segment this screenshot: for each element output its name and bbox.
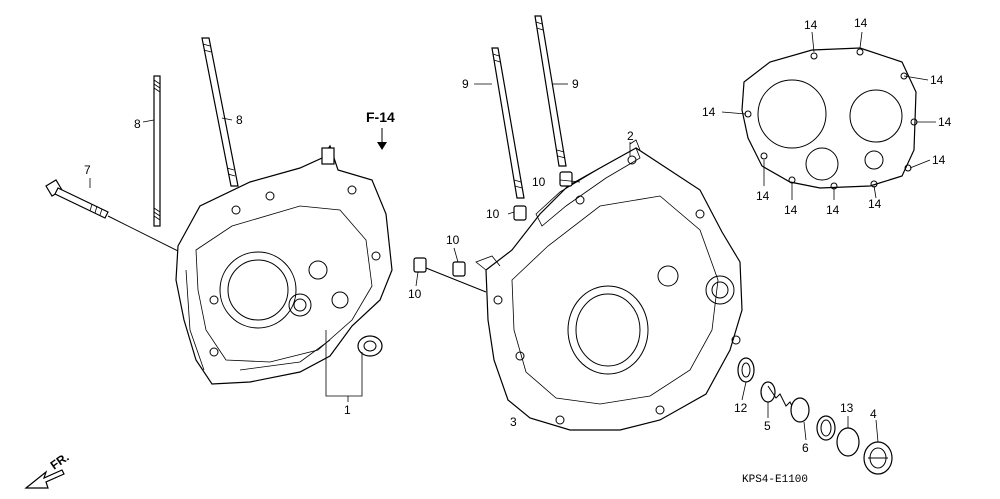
label-10-b: 10 <box>486 207 500 221</box>
right-crankcase <box>475 139 743 431</box>
label-14-h: 14 <box>784 203 798 217</box>
label-14-g: 14 <box>756 189 770 203</box>
drain-plug-4 <box>863 441 893 475</box>
label-6: 6 <box>802 441 809 455</box>
dowel-pin-10-a <box>559 171 573 187</box>
dowel-pin-10-b <box>513 205 527 221</box>
label-14-b: 14 <box>854 16 868 30</box>
label-9-right: 9 <box>572 77 579 91</box>
o-ring-13 <box>836 427 860 457</box>
label-14-i: 14 <box>826 203 840 217</box>
label-14-f: 14 <box>932 153 946 167</box>
label-10-c: 10 <box>446 233 460 247</box>
label-12: 12 <box>734 401 748 415</box>
label-8-left: 8 <box>134 117 141 131</box>
catalog-code: KPS4-E1100 <box>742 474 808 486</box>
label-1: 1 <box>344 403 351 417</box>
label-2: 2 <box>627 129 634 143</box>
label-8-right: 8 <box>236 113 243 127</box>
dowel-pin-10-c <box>452 261 466 277</box>
label-9-left: 9 <box>462 77 469 91</box>
reference-arrow-f14 <box>377 128 387 150</box>
label-5: 5 <box>764 419 771 433</box>
part-number-labels: 1 2 3 4 5 6 7 8 8 9 9 10 10 10 10 12 13 … <box>84 16 952 455</box>
label-4: 4 <box>870 407 877 421</box>
left-crankcase <box>175 144 393 385</box>
label-3: 3 <box>510 415 517 429</box>
o-ring-6 <box>790 397 836 441</box>
reference-callout: F-14 <box>366 109 395 125</box>
front-direction-arrow <box>24 469 65 489</box>
oil-seal-12 <box>737 357 755 383</box>
dowel-pin-10-d <box>413 257 487 293</box>
label-10-a: 10 <box>532 175 546 189</box>
label-7: 7 <box>84 163 91 177</box>
label-14-c: 14 <box>930 73 944 87</box>
bolt-7 <box>45 179 201 263</box>
label-14-a: 14 <box>804 18 818 32</box>
label-14-e: 14 <box>938 115 952 129</box>
oil-seal-left <box>357 335 383 357</box>
leader-lines <box>89 31 936 443</box>
label-14-d: 14 <box>702 105 716 119</box>
label-14-j: 14 <box>868 197 882 211</box>
gasket-2 <box>535 147 641 227</box>
stud-bolt-9-left <box>491 47 525 199</box>
stud-bolt-8-short <box>153 75 161 227</box>
stud-bolt-8-long <box>201 37 239 187</box>
stud-bolt-9-right <box>534 15 567 167</box>
label-13: 13 <box>840 401 854 415</box>
front-marker: FR. <box>48 450 72 473</box>
label-10-d: 10 <box>408 287 422 301</box>
crankcase-cover-gasket <box>741 47 918 190</box>
